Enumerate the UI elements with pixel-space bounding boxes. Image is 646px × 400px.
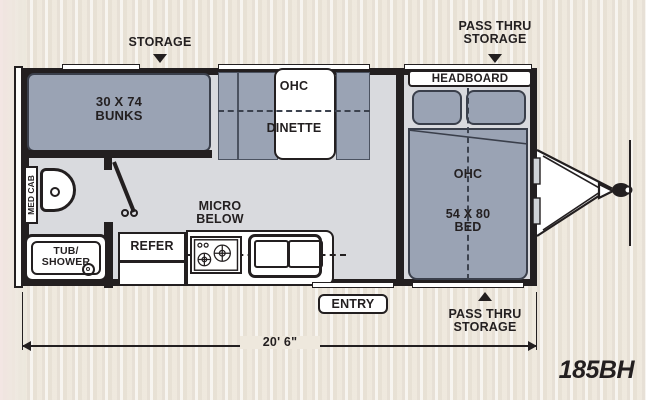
headboard (408, 70, 532, 87)
storage-arrow-icon (153, 54, 167, 63)
dim-arrow-left-icon (22, 341, 31, 351)
tub-shower (24, 234, 108, 282)
sink-basin-right (288, 240, 323, 268)
dinette-table (274, 68, 336, 160)
interior-wall-bath-upper (104, 150, 112, 170)
bed-centerline (467, 88, 469, 280)
entry-door-opening (312, 282, 394, 288)
callout-pass-thru-storage-bottom: PASS THRU STORAGE (448, 307, 522, 335)
pass-thru-top-arrow-icon (488, 54, 502, 63)
entry-label: ENTRY (331, 297, 375, 311)
dinette-bench-left-outer (218, 72, 238, 160)
dinette-label: DINETTE (266, 121, 322, 135)
interior-wall-bunk (22, 150, 212, 158)
entry-label-box (318, 294, 388, 314)
bunk-label: 30 X 74 BUNKS (95, 94, 143, 123)
bunk-bed (27, 73, 211, 152)
door-swing-icon (112, 161, 138, 217)
dim-extension-right (536, 292, 538, 350)
refer-divider (120, 260, 184, 263)
medicine-cabinet: MED CAB (24, 166, 38, 224)
callout-storage: STORAGE (128, 35, 192, 49)
interior-wall-bath-lower (104, 222, 113, 288)
refer-label: REFER (130, 239, 174, 253)
refrigerator (118, 232, 186, 286)
dim-extension-left (22, 292, 24, 350)
dinette-assembly (218, 68, 370, 160)
tub-inner-outline (31, 241, 101, 275)
bedroom-partition-wall (396, 68, 404, 286)
pillow-right (466, 90, 526, 125)
ohc-bed-label: OHC (453, 167, 483, 181)
tub-shower-label: TUB/ SHOWER (41, 245, 91, 269)
callout-pass-thru-storage-top: PASS THRU STORAGE (458, 19, 532, 47)
ohc-dinette-label: OHC (279, 79, 309, 93)
shower-drain-icon (82, 263, 95, 276)
double-sink-icon (248, 234, 323, 278)
pass-thru-bottom-arrow-icon (478, 292, 492, 301)
med-cab-label: MED CAB (26, 175, 36, 215)
micro-below-label: MICRO BELOW (196, 199, 244, 227)
sink-basin-left (254, 240, 289, 268)
toilet-icon (40, 168, 76, 212)
headboard-label: HEADBOARD (431, 73, 509, 85)
dinette-centerline (218, 110, 370, 112)
model-number: 185BH (558, 356, 635, 384)
pass-thru-storage-door-bottom (412, 282, 524, 288)
overall-length-label: 20' 6" (240, 335, 320, 350)
range-burners-icon (190, 236, 242, 274)
bed-label: 54 X 80 BED (445, 207, 491, 235)
dinette-bench-right (336, 72, 370, 160)
pillow-left (412, 90, 462, 125)
dim-arrow-right-icon (528, 341, 537, 351)
pass-thru-storage-door-top (404, 64, 532, 70)
a-frame-hitch-icon (533, 140, 633, 246)
storage-access-door (62, 64, 140, 70)
